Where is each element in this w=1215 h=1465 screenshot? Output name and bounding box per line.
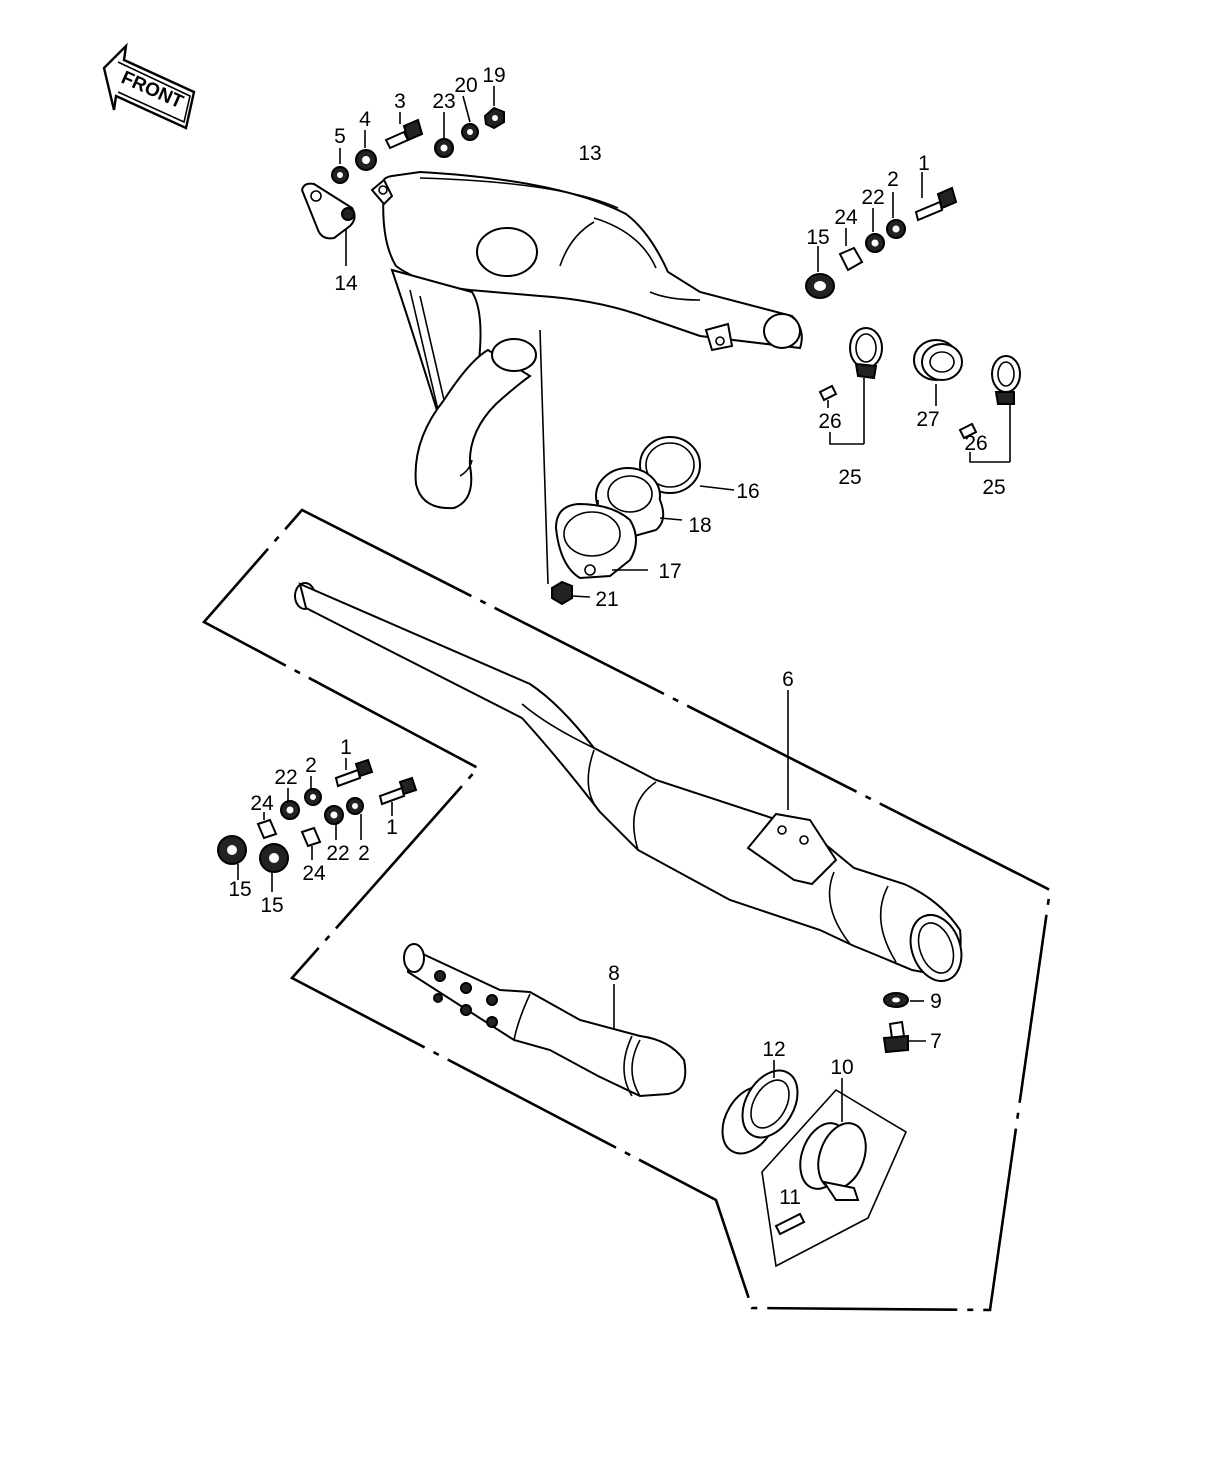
head-pipe-flange: [551, 436, 735, 606]
callout-10: 10: [830, 1056, 853, 1079]
muffler-body: [294, 582, 963, 982]
callout-25: 25: [982, 476, 1005, 499]
callout-15: 15: [228, 878, 251, 901]
callout-19: 19: [482, 64, 505, 87]
callout-22: 22: [861, 186, 884, 209]
callout-26: 26: [818, 410, 841, 433]
front-label: FRONT: [118, 67, 187, 113]
callout-3: 3: [394, 90, 406, 113]
callout-1: 1: [386, 816, 398, 839]
callout-15: 15: [806, 226, 829, 249]
callout-17: 17: [658, 560, 681, 583]
callout-16: 16: [736, 480, 759, 503]
callout-2: 2: [887, 168, 899, 191]
callout-7: 7: [930, 1030, 942, 1053]
ring-12: [721, 1060, 799, 1155]
hardware-9-7: [882, 992, 926, 1054]
callout-14: 14: [334, 272, 358, 295]
callout-22: 22: [326, 842, 349, 865]
callout-23: 23: [432, 90, 455, 113]
callout-5: 5: [334, 125, 346, 148]
callout-22: 22: [274, 766, 297, 789]
clamp-10: [761, 1078, 908, 1268]
upper-right-hardware: [805, 172, 958, 299]
expansion-chamber: [370, 170, 803, 585]
callout-25: 25: [838, 466, 861, 489]
callout-1: 1: [918, 152, 930, 175]
callout-4: 4: [359, 108, 371, 131]
top-hardware: [331, 86, 505, 184]
callout-2: 2: [305, 754, 317, 777]
callout-24: 24: [834, 206, 858, 229]
assembly-outline: [201, 508, 1052, 1312]
callout-2: 2: [358, 842, 370, 865]
callout-8: 8: [608, 962, 620, 985]
callout-24: 24: [302, 862, 326, 885]
callout-18: 18: [688, 514, 711, 537]
front-arrow: FRONT: [102, 42, 196, 130]
callout-1: 1: [340, 736, 352, 759]
callout-6: 6: [782, 668, 794, 691]
callout-21: 21: [595, 588, 618, 611]
callout-20: 20: [454, 74, 477, 97]
callout-13: 13: [578, 142, 601, 165]
callout-27: 27: [916, 408, 939, 431]
callout-12: 12: [762, 1038, 785, 1061]
callout-24: 24: [250, 792, 274, 815]
callout-11: 11: [779, 1186, 801, 1209]
clamps-upper-right: [818, 327, 1021, 463]
bracket-14: [300, 182, 356, 266]
callout-15: 15: [260, 894, 283, 917]
callout-26: 26: [964, 432, 987, 455]
insert-tube: [403, 943, 687, 1098]
callout-labels: 1 2 22 24 15 3 4 5 23 20 19 13 14 16 18 …: [228, 64, 1005, 1209]
lower-left-hardware: [217, 758, 418, 892]
callout-9: 9: [930, 990, 942, 1013]
